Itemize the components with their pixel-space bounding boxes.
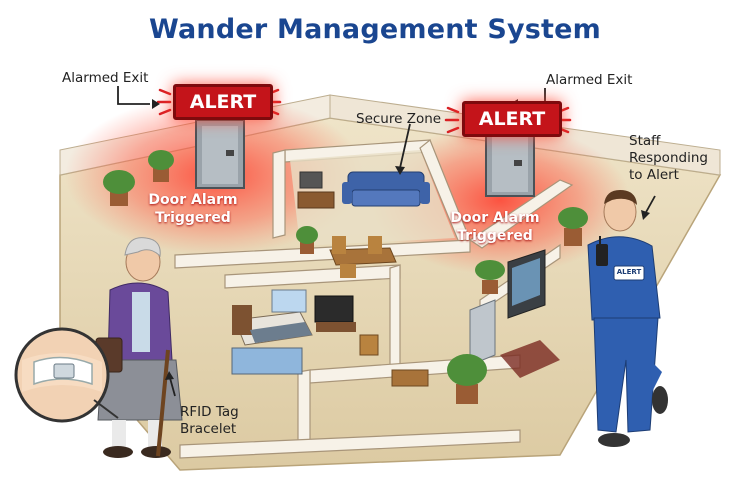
window xyxy=(271,289,307,313)
rfid-label-line2: Bracelet xyxy=(180,421,237,437)
door-alarm-left-line2: Triggered xyxy=(155,210,231,226)
secure-zone-label: Secure Zone xyxy=(356,111,442,127)
staff-label-line2: Responding xyxy=(629,150,708,166)
exit-mat xyxy=(500,340,560,378)
bed-icon xyxy=(232,305,313,346)
plant-icon xyxy=(296,226,318,254)
plant-icon xyxy=(475,260,505,294)
alert-sign-icon: ALERT xyxy=(173,84,273,120)
plant-icon xyxy=(558,207,588,246)
dining-table xyxy=(329,236,397,278)
staff-badge: ALERT xyxy=(616,268,642,276)
alarmed-exit-label-right: Alarmed Exit xyxy=(546,72,633,88)
tv-icon xyxy=(314,295,356,332)
resident-figure xyxy=(95,237,183,458)
door-icon xyxy=(195,119,245,189)
door-icon xyxy=(485,127,535,197)
staff-label-line1: Staff xyxy=(629,133,661,149)
door-alarm-left-line1: Door Alarm xyxy=(148,192,238,208)
door-alarm-callout-left: Door Alarm Triggered xyxy=(138,191,248,227)
tv-icon xyxy=(297,171,335,209)
door-alarm-right-line1: Door Alarm xyxy=(450,210,540,226)
interior-walls xyxy=(174,139,574,459)
door-alarm-right-line2: Triggered xyxy=(457,228,533,244)
sofa-icon xyxy=(342,171,430,207)
window xyxy=(231,347,303,375)
radio-icon xyxy=(596,236,608,266)
corridor-door xyxy=(469,299,496,366)
staff-figure xyxy=(587,190,668,447)
alert-sign-icon: ALERT xyxy=(462,101,562,137)
plant-icon xyxy=(103,170,135,206)
rfid-label: RFID Tag Bracelet xyxy=(180,404,239,438)
alarmed-exit-label-left: Alarmed Exit xyxy=(62,70,149,86)
page-title: Wander Management System xyxy=(148,14,602,45)
staff-label-line3: to Alert xyxy=(629,167,679,183)
staff-label: Staff Responding to Alert xyxy=(629,133,719,184)
chair-icon xyxy=(359,334,429,387)
plant-icon xyxy=(148,150,174,182)
door-alarm-callout-right: Door Alarm Triggered xyxy=(440,209,550,245)
cane xyxy=(156,349,170,457)
tv-icon xyxy=(507,249,546,319)
rfid-label-line1: RFID Tag xyxy=(180,404,239,420)
plant-icon xyxy=(447,354,487,404)
bracelet-icon xyxy=(14,327,119,423)
